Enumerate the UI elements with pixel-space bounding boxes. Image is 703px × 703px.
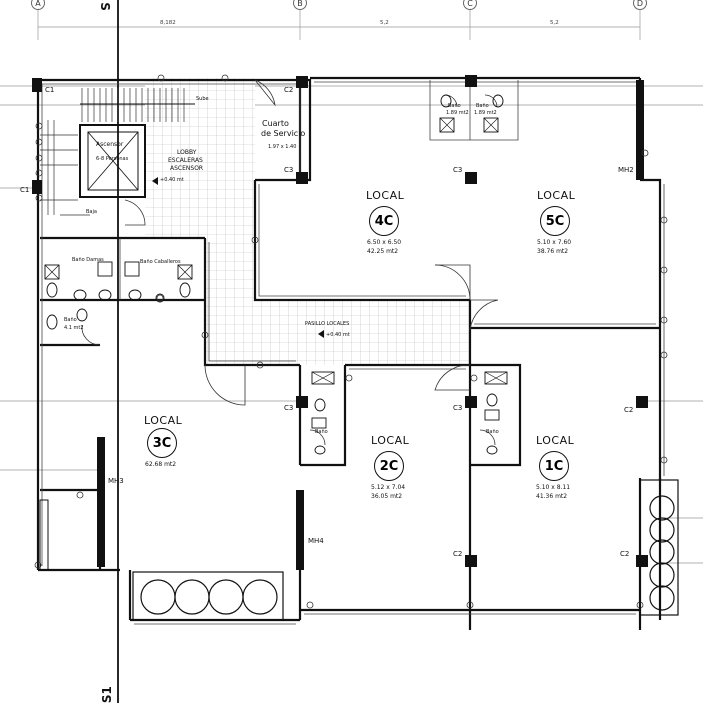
- local-5c-area: 38.76 mt2: [537, 248, 569, 255]
- local-4c-badge: 4C: [369, 206, 399, 236]
- stairs-baja: Baja: [86, 209, 97, 215]
- bano-small-label: Baño: [64, 317, 77, 323]
- axis-a-bubble: A: [31, 0, 45, 10]
- stairs: [40, 88, 195, 216]
- axis-b-bubble: B: [293, 0, 307, 10]
- bano-1c-label: Baño: [486, 429, 499, 435]
- col-c2-c3: C2: [453, 550, 463, 558]
- local-1c-area: 41.36 mt2: [536, 493, 568, 500]
- bano-2c-label: Baño: [315, 429, 328, 435]
- local-2c-badge: 2C: [374, 451, 404, 481]
- lobby-label-1: LOBBY: [177, 149, 197, 156]
- dim-cd: 5,2: [550, 20, 559, 26]
- local-3c-badge: 3C: [147, 428, 177, 458]
- bano-5c-area: 1.89 mt2: [446, 110, 469, 116]
- ascensor-label: Ascensor: [96, 141, 124, 148]
- local-5c-badge: 5C: [540, 206, 570, 236]
- mh4-tag: MH4: [308, 537, 324, 545]
- bano-5c-label: Baño: [448, 103, 461, 109]
- lobby-level: +0.40 mt: [160, 177, 184, 183]
- dim-ab: 8,182: [160, 20, 176, 26]
- cuarto-label-1: Cuarto: [262, 119, 289, 128]
- bano-damas-label: Baño Damas: [72, 257, 104, 263]
- bano-4c-label: Baño: [476, 103, 489, 109]
- local-4c-label: LOCAL: [366, 189, 405, 202]
- local-5c-label: LOCAL: [537, 189, 576, 202]
- col-c1-mid: C1: [20, 186, 30, 194]
- col-c1-top: C1: [45, 86, 55, 94]
- mh3-tag: MH3: [108, 477, 124, 485]
- cuarto-size: 1.97 x 1.40: [268, 144, 297, 150]
- dim-bc: 5,2: [380, 20, 389, 26]
- fixtures: [44, 94, 508, 455]
- col-c2-d2: C2: [620, 550, 630, 558]
- axis-c-bubble: C: [463, 0, 477, 10]
- stairs-sube: Sube: [196, 96, 209, 102]
- lobby-label-2: ESCALERAS: [168, 157, 203, 164]
- round-markers: [34, 74, 668, 609]
- bano-small-area: 4.1 mt2: [64, 325, 84, 331]
- col-c3-c: C3: [453, 166, 463, 174]
- section-s-top: S: [97, 2, 112, 11]
- local-3c-label: LOCAL: [144, 414, 183, 427]
- mh2-tag: MH2: [618, 166, 634, 174]
- col-c2-d: C2: [624, 406, 634, 414]
- cuarto-label-2: de Servicio: [261, 129, 306, 138]
- solid-walls: [39, 80, 644, 571]
- local-2c-area: 36.05 mt2: [371, 493, 403, 500]
- bano-caballeros-label: Baño Caballeros: [140, 259, 181, 265]
- pasillo-label: PASILLO LOCALES: [305, 321, 350, 327]
- local-1c-size: 5.10 x 8.11: [536, 484, 571, 491]
- columns: [32, 75, 648, 567]
- bano-4c-area: 1.89 mt2: [474, 110, 497, 116]
- local-5c-size: 5.10 x 7.60: [537, 239, 572, 246]
- elevator-shaft: [79, 124, 146, 198]
- col-c2-b: C2: [284, 86, 294, 94]
- level-marks: [152, 177, 324, 338]
- section-s1-bottom: S1: [99, 686, 114, 703]
- axis-d-bubble: D: [633, 0, 647, 10]
- grid-axes: [0, 10, 703, 564]
- tiled-floor: [145, 78, 470, 365]
- local-2c-label: LOCAL: [371, 434, 410, 447]
- local-4c-area: 42.25 mt2: [367, 248, 399, 255]
- local-4c-size: 6.50 x 6.50: [367, 239, 402, 246]
- planters: [132, 479, 679, 621]
- pasillo-level: +0.40 mt: [326, 332, 350, 338]
- fixture-crosses: [44, 117, 508, 385]
- col-c3-b2: C3: [284, 404, 294, 412]
- ascensor-capacity: 6-8 Personas: [96, 156, 129, 162]
- local-3c-area: 62.68 mt2: [145, 461, 177, 468]
- local-1c-label: LOCAL: [536, 434, 575, 447]
- local-1c-badge: 1C: [539, 451, 569, 481]
- col-c3-c2: C3: [453, 404, 463, 412]
- col-c3-b: C3: [284, 166, 294, 174]
- local-2c-size: 5.12 x 7.04: [371, 484, 406, 491]
- lobby-label-3: ASCENSOR: [170, 165, 204, 172]
